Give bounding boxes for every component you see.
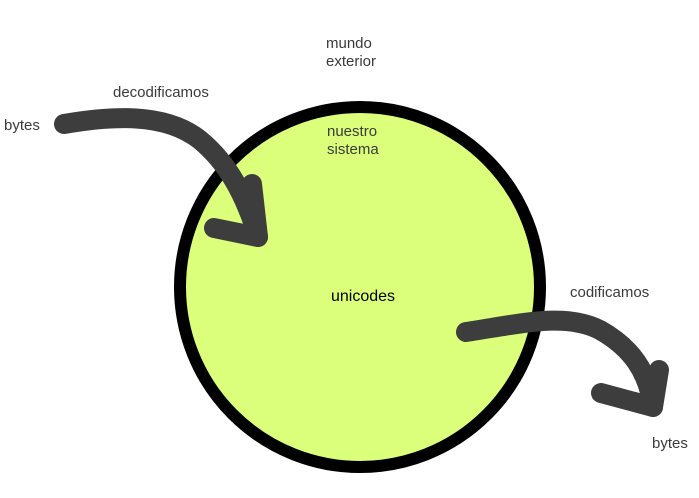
decode-arrow — [54, 108, 268, 247]
encode-arrowhead — [591, 360, 669, 417]
system-circle — [174, 101, 546, 473]
outside-world-label: mundo exterior — [326, 35, 377, 70]
unicodes-label: unicodes — [331, 288, 396, 305]
decode-action-label: decodificamos — [113, 84, 209, 101]
system-label: nuestro sistema — [327, 123, 379, 158]
encode-arrow — [456, 310, 663, 417]
output-bytes-label: bytes — [652, 435, 688, 452]
encode-action-label: codificamos — [570, 284, 650, 301]
decode-arrowhead — [204, 174, 268, 247]
input-bytes-label: bytes — [4, 117, 40, 134]
